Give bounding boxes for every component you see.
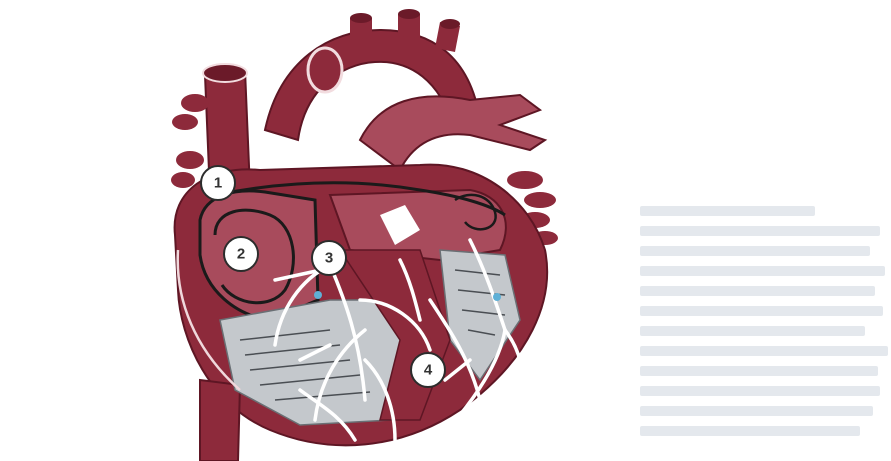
pulmonary-trunk-opening — [308, 48, 342, 92]
marker-3: 3 — [312, 241, 346, 275]
marker-2: 2 — [224, 237, 258, 271]
marker-1: 1 — [201, 166, 235, 200]
marker-3-label: 3 — [325, 250, 333, 267]
inferior-vena-cava — [200, 380, 240, 461]
atrioventricular-node — [314, 291, 322, 299]
marker-4-label: 4 — [424, 362, 433, 379]
marker-1-label: 1 — [214, 175, 222, 192]
marker-4: 4 — [411, 353, 445, 387]
vena-cava-opening — [203, 64, 247, 82]
bundle-branch-point — [493, 293, 501, 301]
pulmonary-artery — [360, 95, 545, 170]
marker-2-label: 2 — [237, 246, 245, 263]
